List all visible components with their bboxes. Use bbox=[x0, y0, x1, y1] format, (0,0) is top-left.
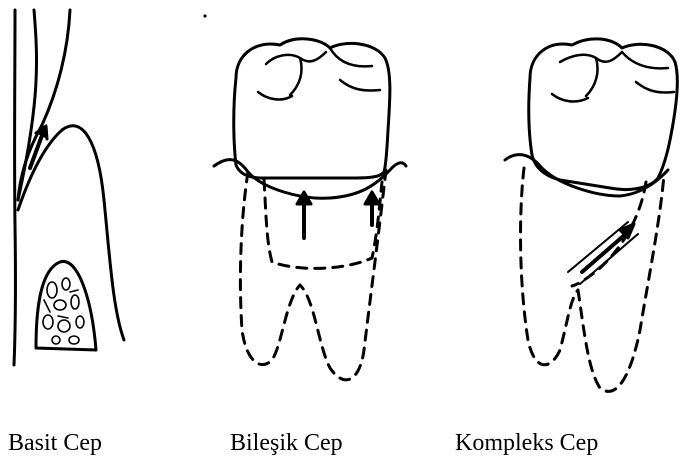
crown-cusps bbox=[552, 52, 674, 101]
simple-pocket-illustration bbox=[14, 10, 124, 365]
complex-pocket-arrow bbox=[582, 232, 628, 272]
center-pocket-arrow-head bbox=[297, 192, 311, 204]
complex-pocket-tooth-illustration bbox=[505, 39, 677, 392]
dashed-roots bbox=[240, 170, 386, 380]
tooth-crown bbox=[234, 39, 390, 178]
dashed-roots bbox=[521, 168, 664, 391]
caption-kompleks-cep: Kompleks Cep bbox=[455, 428, 598, 458]
caption-basit-cep: Basit Cep bbox=[8, 428, 102, 458]
crown-cusps bbox=[258, 48, 380, 99]
caption-bilesik-cep: Bileşik Cep bbox=[230, 428, 343, 458]
side-pocket-arrow-head bbox=[365, 192, 379, 204]
tooth-surface-line bbox=[14, 10, 15, 365]
gingiva-outline bbox=[18, 10, 70, 200]
bone-trabeculae bbox=[43, 278, 84, 344]
compound-pocket-tooth-illustration bbox=[214, 39, 406, 380]
stray-mark bbox=[203, 14, 206, 17]
